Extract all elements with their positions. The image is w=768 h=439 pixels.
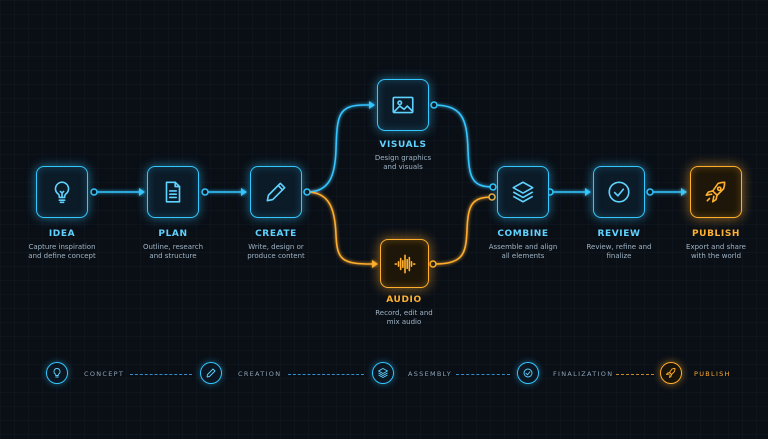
desc-line: and define concept bbox=[28, 252, 96, 260]
desc-line: Review, refine and bbox=[586, 243, 652, 251]
check-circle-icon bbox=[608, 181, 630, 203]
desc-line: Assemble and align bbox=[488, 243, 558, 251]
node-desc-publish: Export and share with the world bbox=[656, 243, 768, 261]
pencil-icon bbox=[206, 368, 216, 378]
port-plan-out bbox=[201, 188, 209, 196]
connector-create-audio bbox=[306, 191, 374, 265]
node-visuals[interactable] bbox=[377, 79, 429, 131]
desc-line: all elements bbox=[501, 252, 545, 260]
port-visuals-out bbox=[430, 101, 438, 109]
legend-label-finalization: FINALIZATION bbox=[553, 370, 614, 378]
node-desc-visuals: Design graphics and visuals bbox=[343, 154, 463, 172]
arrowhead-audio bbox=[372, 260, 378, 268]
node-idea[interactable] bbox=[36, 166, 88, 218]
connector-create-visuals bbox=[306, 104, 369, 193]
desc-line: mix audio bbox=[386, 318, 422, 326]
legend-divider bbox=[456, 374, 510, 375]
port-combine-in-top bbox=[489, 183, 497, 191]
node-plan[interactable] bbox=[147, 166, 199, 218]
legend-icon-publish bbox=[660, 362, 682, 384]
lightbulb-icon bbox=[54, 181, 70, 204]
legend-divider bbox=[288, 374, 364, 375]
desc-line: Design graphics bbox=[374, 154, 432, 162]
document-icon bbox=[165, 181, 181, 203]
legend-label-assembly: ASSEMBLY bbox=[408, 370, 453, 378]
node-desc-review: Review, refine and finalize bbox=[559, 243, 679, 261]
node-desc-audio: Record, edit and mix audio bbox=[344, 309, 464, 327]
desc-line: Write, design or bbox=[248, 243, 304, 251]
node-title-visuals: VISUALS bbox=[379, 140, 427, 150]
desc-line: Outline, research bbox=[142, 243, 204, 251]
image-icon bbox=[392, 96, 414, 114]
legend-label-publish: PUBLISH bbox=[694, 370, 731, 378]
node-desc-create: Write, design or produce content bbox=[216, 243, 336, 261]
node-combine[interactable] bbox=[497, 166, 549, 218]
legend-divider bbox=[130, 374, 192, 375]
node-title-idea: IDEA bbox=[48, 229, 76, 239]
node-title-combine: COMBINE bbox=[497, 229, 549, 239]
arrowhead-plan bbox=[139, 188, 145, 196]
node-title-audio: AUDIO bbox=[386, 295, 422, 305]
waveform-icon bbox=[393, 254, 416, 273]
layers-icon bbox=[378, 368, 388, 378]
desc-line: with the world bbox=[690, 252, 742, 260]
check-circle-icon bbox=[523, 368, 533, 378]
legend-icon-assembly bbox=[372, 362, 394, 384]
port-idea-out bbox=[90, 188, 98, 196]
port-create-out bbox=[303, 188, 311, 196]
node-desc-plan: Outline, research and structure bbox=[113, 243, 233, 261]
port-review-out bbox=[646, 188, 654, 196]
node-publish[interactable] bbox=[690, 166, 742, 218]
port-audio-out bbox=[429, 260, 437, 268]
node-review[interactable] bbox=[593, 166, 645, 218]
node-title-review: REVIEW bbox=[597, 229, 641, 239]
desc-line: Capture inspiration bbox=[28, 243, 96, 251]
desc-line: produce content bbox=[247, 252, 305, 260]
arrowhead-review bbox=[585, 188, 591, 196]
desc-line: finalize bbox=[606, 252, 632, 260]
node-title-create: CREATE bbox=[255, 229, 297, 239]
desc-line: and visuals bbox=[383, 163, 423, 171]
node-audio[interactable] bbox=[380, 239, 429, 288]
layers-icon bbox=[512, 181, 534, 203]
node-title-publish: PUBLISH bbox=[691, 229, 741, 239]
node-desc-idea: Capture inspiration and define concept bbox=[2, 243, 122, 261]
pencil-icon bbox=[266, 182, 286, 202]
legend-label-creation: CREATION bbox=[238, 370, 282, 378]
legend-icon-finalization bbox=[517, 362, 539, 384]
legend-icon-concept bbox=[46, 362, 68, 384]
rocket-icon bbox=[705, 181, 726, 203]
connector-audio-combine bbox=[432, 196, 494, 265]
port-combine-in-bottom bbox=[488, 193, 496, 201]
connector-visuals-combine bbox=[432, 104, 494, 188]
node-title-plan: PLAN bbox=[158, 229, 188, 239]
legend-divider bbox=[616, 374, 654, 375]
node-desc-combine: Assemble and align all elements bbox=[463, 243, 583, 261]
lightbulb-icon bbox=[53, 368, 61, 378]
desc-line: Export and share bbox=[686, 243, 746, 251]
node-create[interactable] bbox=[250, 166, 302, 218]
legend-icon-creation bbox=[200, 362, 222, 384]
desc-line: and structure bbox=[149, 252, 197, 260]
legend-label-concept: CONCEPT bbox=[84, 370, 125, 378]
arrowhead-create bbox=[241, 188, 247, 196]
arrowhead-publish bbox=[681, 188, 687, 196]
desc-line: Record, edit and bbox=[375, 309, 433, 317]
arrowhead-visuals bbox=[369, 101, 375, 109]
rocket-icon bbox=[666, 368, 676, 378]
